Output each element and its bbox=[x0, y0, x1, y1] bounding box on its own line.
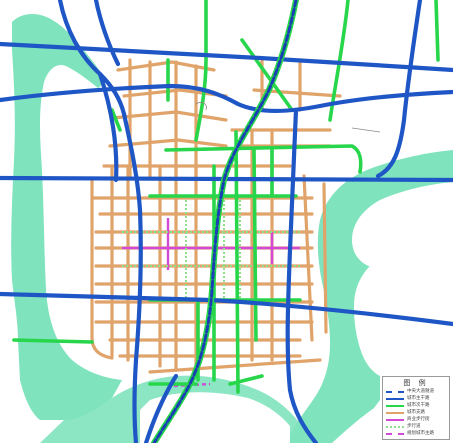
legend-item: 步行道 bbox=[386, 423, 446, 430]
dotted-green-line-icon bbox=[386, 425, 404, 428]
river-west bbox=[11, 14, 123, 420]
legend-item-label: 城市支路 bbox=[407, 410, 425, 415]
legend-title: 图 例 bbox=[403, 379, 429, 387]
legend-item: 城市次干路 bbox=[386, 402, 446, 409]
legend-item: 城市主干路 bbox=[386, 395, 446, 402]
dashed-magenta-line-icon bbox=[386, 432, 404, 435]
legend-item: 规划城市主路 bbox=[386, 430, 446, 437]
magenta-line-icon bbox=[386, 418, 404, 421]
minor-features bbox=[195, 102, 381, 133]
dashed-blue-line-icon bbox=[386, 390, 404, 393]
legend-item: 商业步行街 bbox=[386, 416, 446, 423]
central-tunnel bbox=[151, 0, 299, 443]
legend-item-label: 规划城市主路 bbox=[407, 431, 434, 436]
legend-items: 中央大道隧道城市主干路城市次干路城市支路商业步行街步行道规划城市主路 bbox=[386, 388, 446, 437]
legend-item-label: 城市主干路 bbox=[407, 396, 430, 401]
legend-item: 城市支路 bbox=[386, 409, 446, 416]
orange-line-icon bbox=[386, 411, 404, 414]
legend-item: 中央大道隧道 bbox=[386, 388, 446, 395]
map-legend: 图 例 中央大道隧道城市主干路城市次干路城市支路商业步行街步行道规划城市主路 bbox=[382, 376, 450, 440]
green-line-icon bbox=[386, 404, 404, 407]
legend-item-label: 商业步行街 bbox=[407, 417, 430, 422]
pedestrian-streets bbox=[122, 218, 300, 388]
legend-item-label: 中央大道隧道 bbox=[407, 389, 434, 394]
legend-item-label: 步行道 bbox=[407, 424, 421, 429]
peninsula-east bbox=[352, 182, 453, 271]
legend-item-label: 城市次干路 bbox=[407, 403, 430, 408]
blue-line-icon bbox=[386, 397, 404, 400]
